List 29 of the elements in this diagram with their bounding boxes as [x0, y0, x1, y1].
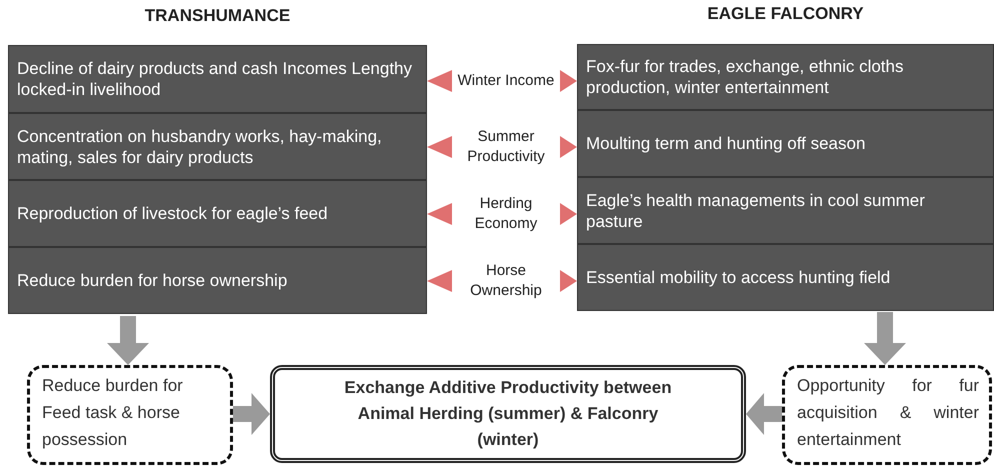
- text-box: Eagle’s health managements in cool summer pasture: [577, 177, 994, 244]
- dashed-box: Reduce burden for Feed task & horse possession: [27, 365, 233, 465]
- text-box: Moulting term and hunting off season: [577, 110, 994, 177]
- block-arrow: [746, 393, 782, 435]
- dashed-box: Opportunity for fur acquisition & winter entertainment: [782, 365, 992, 465]
- block-arrow: [864, 312, 906, 365]
- category-label: Summer Productivity: [452, 124, 560, 170]
- text-box: Essential mobility to access hunting field: [577, 244, 994, 311]
- arrowhead: [427, 136, 452, 158]
- arrowhead: [560, 270, 577, 292]
- column-heading: EAGLE FALCONRY: [706, 4, 865, 24]
- text-box: Decline of dairy products and cash Incomes Lengthy locked-in livelihood: [8, 45, 427, 113]
- text-box: Fox-fur for trades, exchange, ethnic cloths production, winter entertainment: [577, 44, 994, 110]
- arrowhead: [427, 70, 452, 92]
- arrowhead: [560, 70, 577, 92]
- text-box: Reproduction of livestock for eagle’s feed: [8, 180, 427, 247]
- category-label: Herding Economy: [452, 191, 560, 237]
- category-label: Winter Income: [452, 58, 560, 104]
- outcome-box: Exchange Additive Productivity between Animal Herding (summer) & Falconry (winter): [270, 365, 746, 463]
- block-arrow: [107, 316, 149, 365]
- category-label: Horse Ownership: [452, 258, 560, 304]
- block-arrow: [233, 393, 270, 435]
- arrowhead: [427, 203, 452, 225]
- column-heading: TRANSHUMANCE: [144, 6, 292, 26]
- arrowhead: [560, 136, 577, 158]
- arrowhead: [560, 203, 577, 225]
- text-box: Concentration on husbandry works, hay-making, mating, sales for dairy products: [8, 113, 427, 180]
- arrowhead: [427, 270, 452, 292]
- text-box: Reduce burden for horse ownership: [8, 247, 427, 314]
